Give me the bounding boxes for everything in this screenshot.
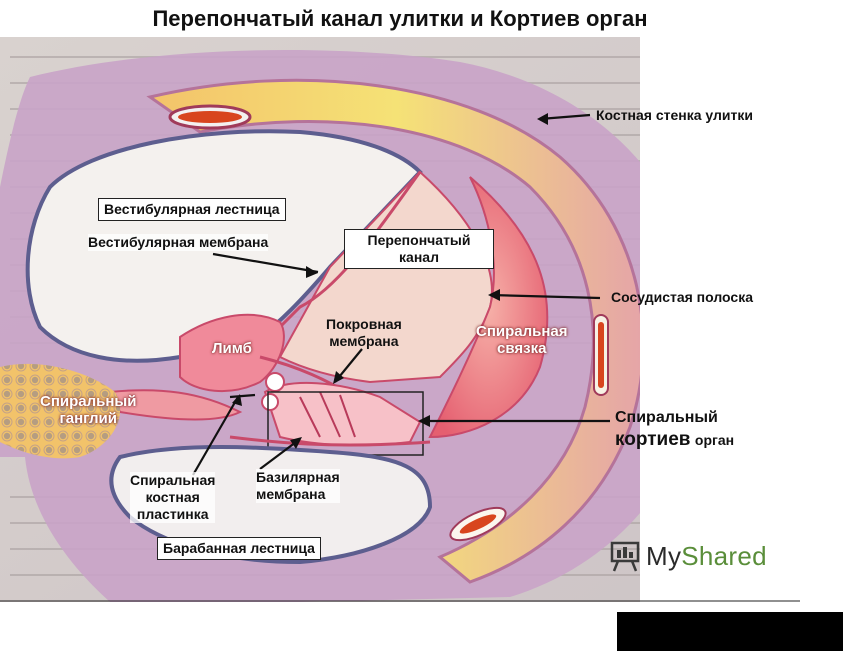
label-organ-of-corti: Спиральный кортиев орган: [615, 407, 734, 452]
arrowheads: [232, 113, 548, 449]
presentation-board-icon: [610, 541, 640, 572]
label-lamina-line2: костная: [145, 489, 200, 505]
label-organ-word2: орган: [694, 432, 735, 448]
label-tectorial-membrane: Покровная мембрана: [326, 316, 402, 350]
black-corner-block: [617, 612, 843, 651]
myshared-watermark: MyShared: [610, 539, 767, 573]
label-organ-line2: кортиев орган: [615, 429, 734, 452]
upper-vessel: [168, 104, 252, 130]
label-stria: Сосудистая полоска: [611, 289, 753, 305]
spiral-ganglion: [0, 363, 121, 459]
label-membranous-canal: Перепончатый канал: [344, 229, 494, 269]
label-limbus: Лимб: [212, 340, 252, 357]
label-ganglion-line2: ганглий: [59, 410, 117, 427]
label-lamina-line1: Спиральная: [130, 472, 216, 488]
basilar-membrane: [229, 435, 431, 447]
spiral-ligament: [428, 176, 549, 439]
label-basilar-line2: мембрана: [256, 486, 326, 502]
label-tectorial-line2: мембрана: [329, 333, 399, 349]
cochlea-illustration: [0, 37, 800, 602]
label-organ-line1: Спиральный: [615, 409, 718, 426]
organ-of-corti: [261, 372, 422, 447]
bony-wall: [146, 78, 645, 584]
label-organ-word1: кортиев: [615, 429, 691, 450]
label-ganglion-line1: Спиральный: [40, 393, 137, 410]
label-vestibular-scala: Вестибулярная лестница: [98, 198, 286, 221]
right-vessel: [593, 314, 609, 396]
label-bony-wall: Костная стенка улитки: [596, 107, 753, 123]
label-spiral-ligament-line2: связка: [497, 340, 547, 357]
label-osseous-spiral-lamina: Спиральная костная пластинка: [130, 472, 216, 523]
watermark-brand-a: My: [646, 540, 682, 571]
label-basilar-line1: Базилярная: [256, 469, 340, 485]
watermark-brand-b: Shared: [681, 540, 767, 571]
diagram-title: Перепончатый канал улитки и Кортиев орга…: [152, 6, 648, 31]
watermark-text: MyShared: [646, 541, 767, 572]
right-label-panel: [640, 37, 800, 602]
label-tectorial-line1: Покровная: [326, 316, 402, 332]
lower-vessel: [449, 506, 507, 542]
label-lamina-line3: пластинка: [136, 506, 209, 522]
label-basilar-membrane: Базилярная мембрана: [256, 469, 340, 503]
label-vestibular-membrane: Вестибулярная мембрана: [88, 234, 269, 251]
label-spiral-ligament: Спиральная связка: [476, 323, 568, 357]
label-membranous-canal-line2: канал: [399, 249, 439, 265]
limbus: [179, 313, 285, 393]
label-spiral-ganglion: Спиральный ганглий: [40, 393, 136, 427]
label-spiral-ligament-line1: Спиральная: [476, 323, 568, 340]
osseous-spiral-lamina: [108, 389, 243, 421]
label-membranous-canal-line1: Перепончатый: [367, 232, 471, 248]
label-tympanic-scala: Барабанная лестница: [157, 537, 321, 560]
